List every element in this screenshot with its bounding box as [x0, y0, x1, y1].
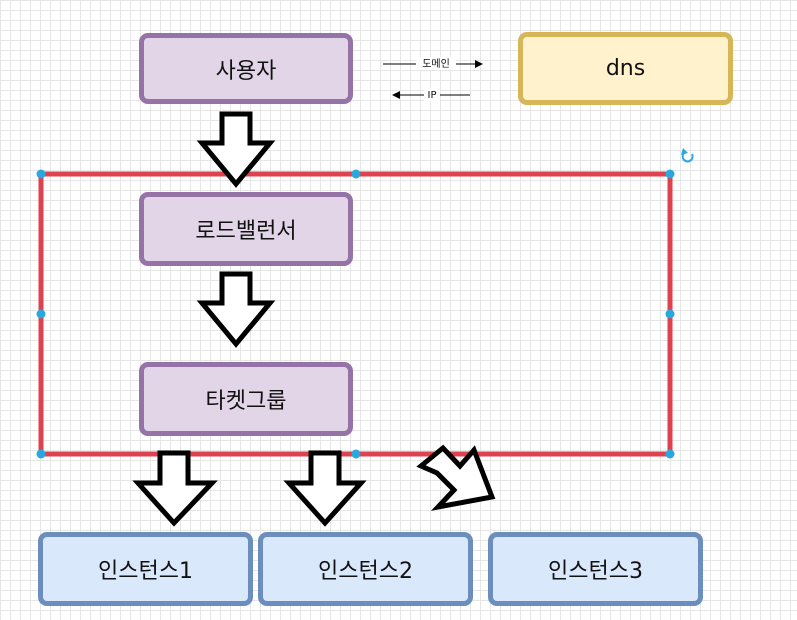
resize-handle-bottom-right[interactable] [665, 449, 675, 459]
node-target-group-label: 타켓그룹 [205, 389, 287, 414]
node-instance2-label: 인스턴스2 [318, 559, 413, 584]
node-user[interactable]: 사용자 [139, 33, 353, 104]
arrow-user-to-lb[interactable] [196, 111, 276, 188]
edge-ip-label: IP [428, 90, 437, 101]
resize-handle-right[interactable] [665, 309, 675, 319]
rotate-icon[interactable] [681, 148, 694, 163]
arrow-lb-to-tg[interactable] [196, 271, 276, 348]
node-load-balancer[interactable]: 로드밸런서 [139, 192, 353, 266]
node-instance1[interactable]: 인스턴스1 [38, 532, 253, 606]
resize-handle-top-left[interactable] [36, 169, 46, 179]
edge-ip-arrowhead [392, 91, 400, 99]
edge-domain-label: 도메인 [422, 58, 450, 70]
node-load-balancer-label: 로드밸런서 [195, 219, 297, 244]
arrow-tg-to-instance1[interactable] [132, 450, 218, 527]
node-target-group[interactable]: 타켓그룹 [139, 362, 353, 436]
resize-handle-left[interactable] [36, 309, 46, 319]
node-dns[interactable]: dns [518, 32, 733, 105]
resize-handle-bottom-left[interactable] [36, 449, 46, 459]
node-instance1-label: 인스턴스1 [98, 559, 193, 584]
node-instance2[interactable]: 인스턴스2 [258, 532, 473, 606]
arrow-tg-to-instance2[interactable] [283, 450, 367, 527]
resize-handle-top-right[interactable] [665, 169, 675, 179]
node-user-label: 사용자 [215, 58, 277, 84]
edge-domain-arrowhead [475, 60, 483, 68]
selected-group-box[interactable] [38, 171, 673, 457]
node-dns-label: dns [605, 56, 646, 81]
node-instance3-label: 인스턴스3 [548, 559, 643, 584]
resize-handle-top[interactable] [351, 169, 361, 179]
node-instance3[interactable]: 인스턴스3 [488, 532, 703, 606]
arrow-tg-to-instance3[interactable] [416, 444, 496, 511]
resize-handle-bottom[interactable] [351, 449, 361, 459]
